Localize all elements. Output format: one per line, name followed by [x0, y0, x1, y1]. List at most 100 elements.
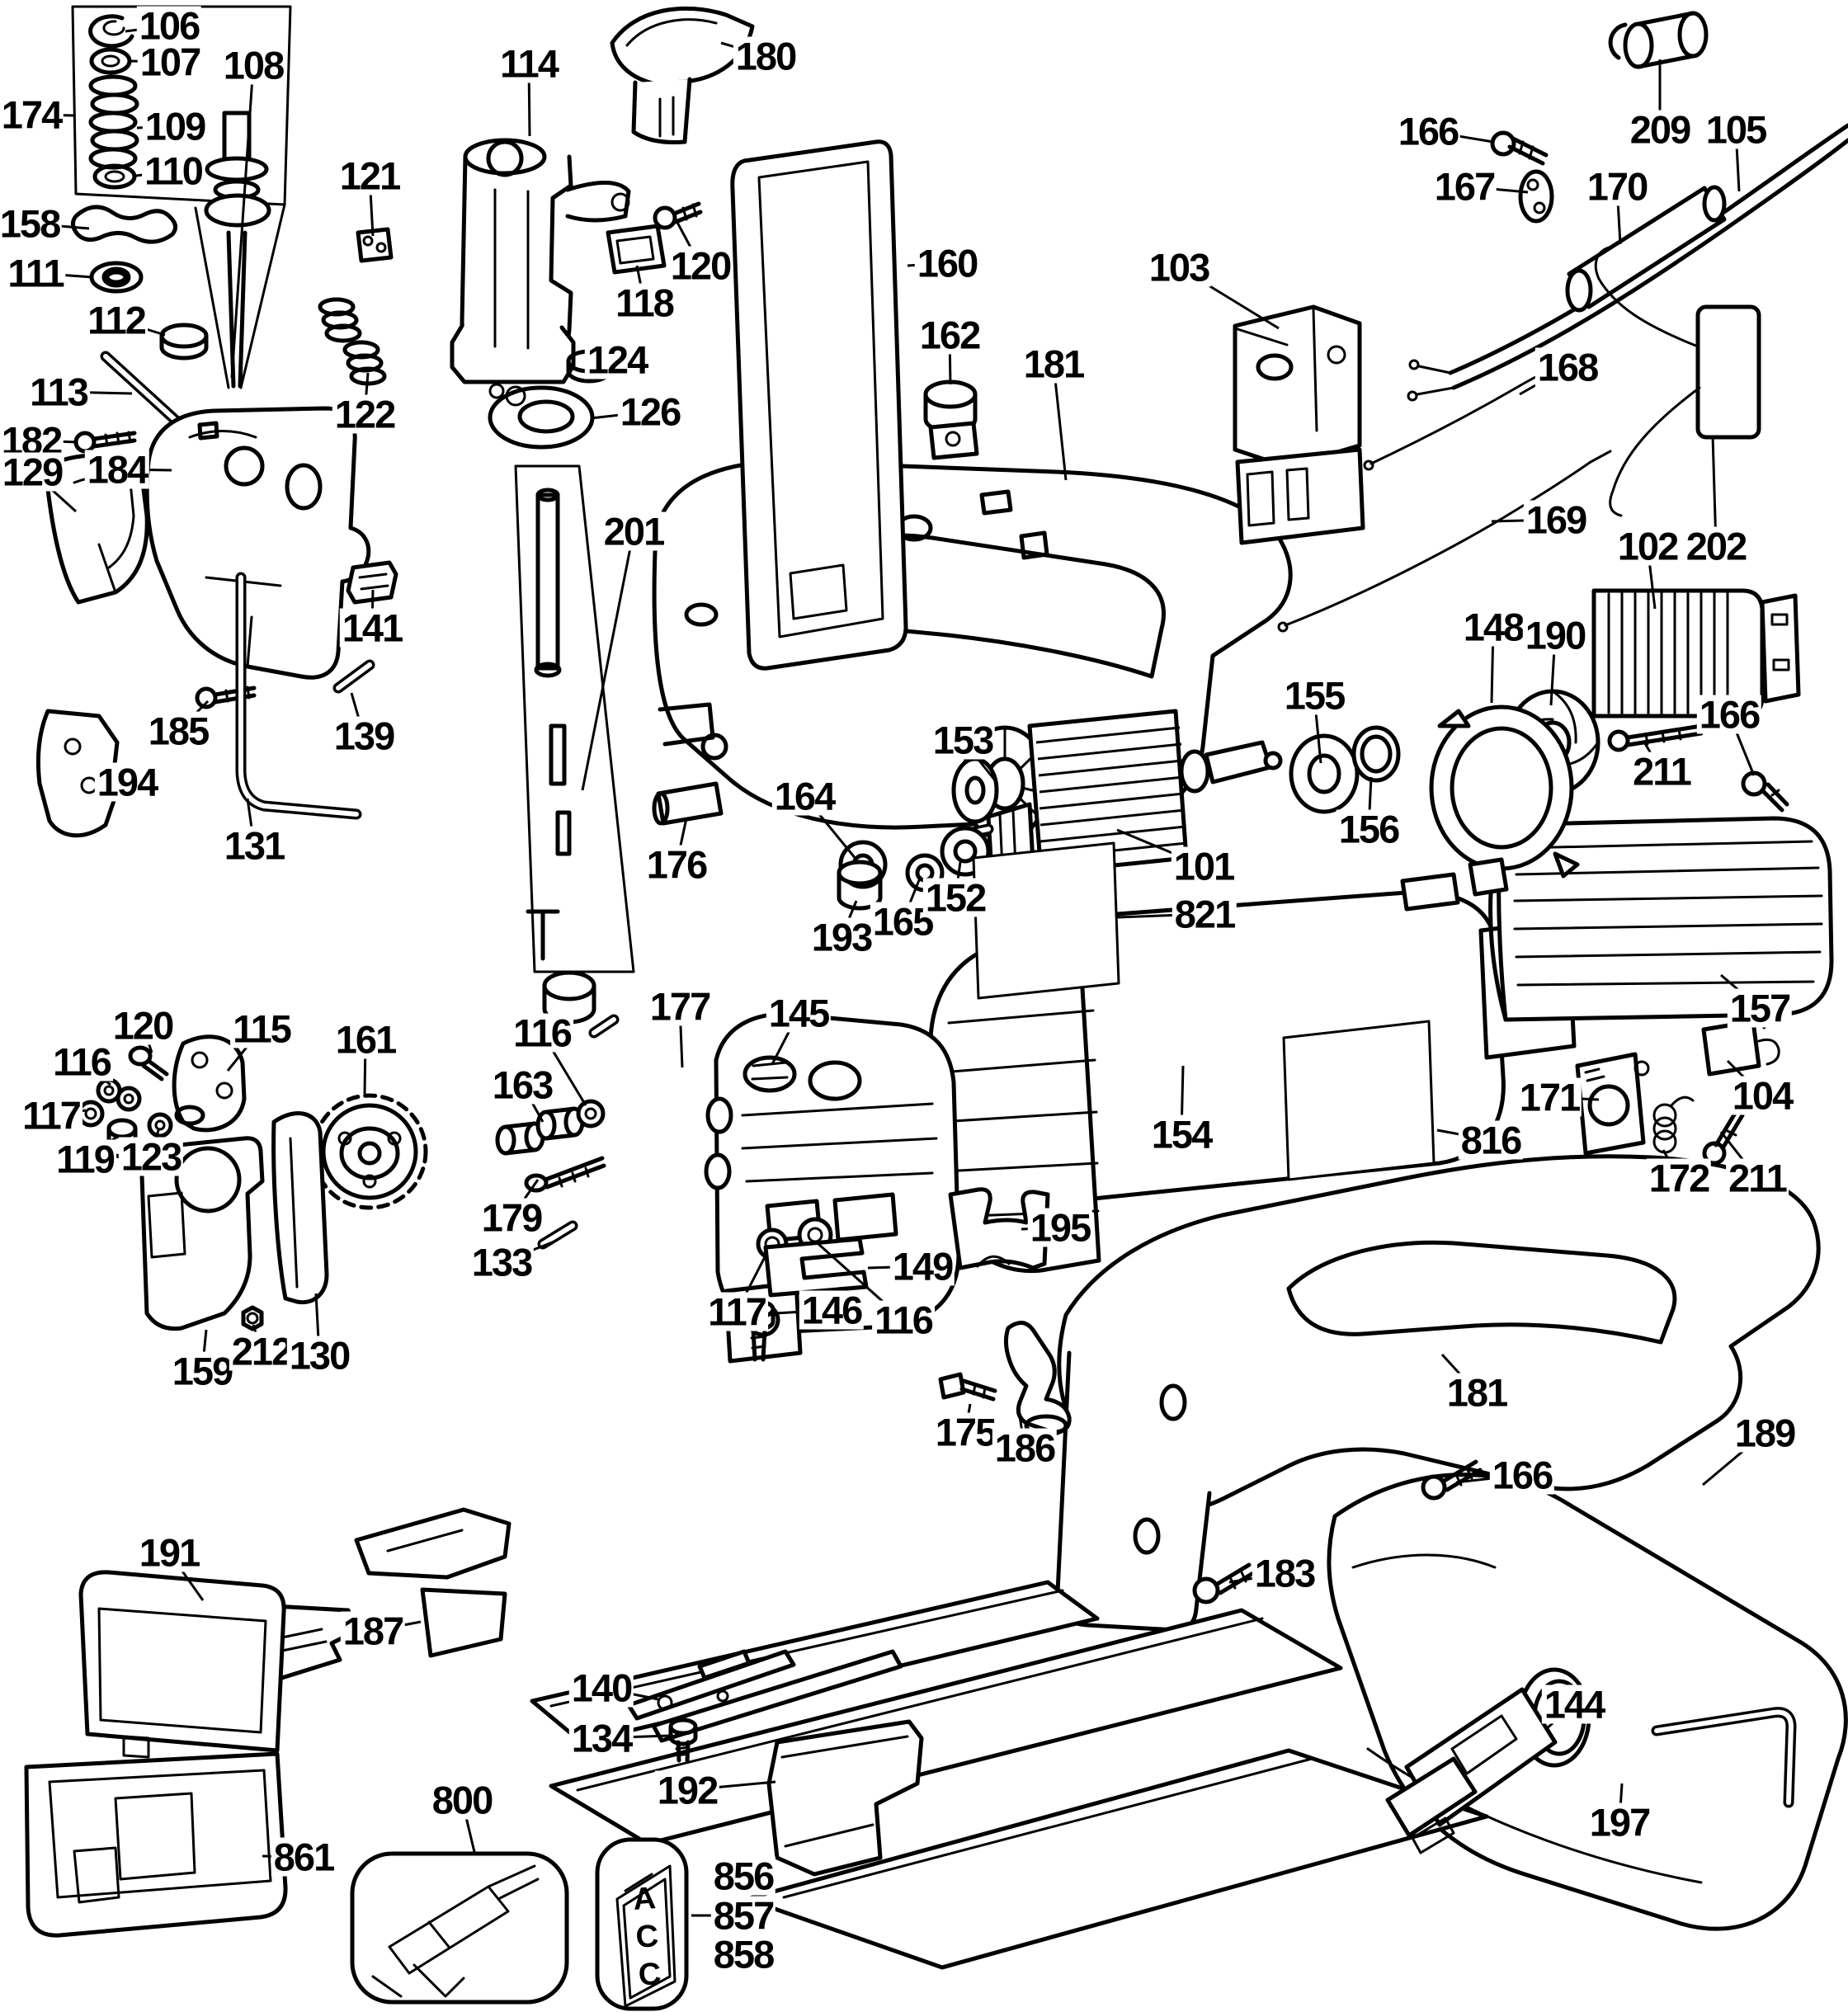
part-169-wire-drawing [1277, 450, 1612, 633]
part-120-screw-left-drawing [128, 1045, 169, 1081]
part-callout-126: 126 [617, 392, 683, 431]
part-callout-816: 816 [1458, 1120, 1524, 1160]
part-callout-821: 821 [1172, 894, 1238, 934]
part-callout-174: 174 [0, 95, 64, 134]
part-callout-140: 140 [568, 1668, 634, 1708]
part-167-plate-drawing [1518, 169, 1554, 224]
part-callout-116: 116 [511, 1013, 573, 1053]
part-callout-124: 124 [584, 340, 650, 379]
part-106-retainer-clip-drawing [88, 14, 134, 49]
part-861-kit-box-drawing [24, 1570, 288, 1938]
part-callout-120: 120 [110, 1006, 176, 1045]
part-callout-129: 129 [0, 452, 65, 492]
part-176-pin-drawing [652, 781, 724, 826]
part-callout-106: 106 [136, 6, 202, 45]
part-179-screw-drawing [524, 1156, 606, 1193]
part-145-cap-drawing [742, 1055, 797, 1093]
part-197-hex-wrench-drawing [1651, 1707, 1797, 1808]
part-callout-155: 155 [1281, 676, 1347, 715]
part-callout-181: 181 [1444, 1373, 1510, 1412]
part-callout-161: 161 [332, 1020, 398, 1059]
part-166-screw-bottom-drawing [1421, 1459, 1483, 1501]
part-170-cord-protector-drawing [1565, 185, 1727, 313]
part-110-washer-drawing [92, 163, 137, 190]
part-117-washer-left-drawing [77, 1100, 105, 1128]
part-180-knob-drawing [610, 6, 755, 144]
part-callout-857: 857 [710, 1896, 776, 1935]
part-162-roller-drawing [923, 379, 979, 460]
part-130-cover-drawing [271, 1111, 329, 1305]
part-156-ring-drawing [1351, 725, 1401, 783]
part-callout-858: 858 [710, 1934, 776, 1974]
part-callout-158: 158 [0, 204, 63, 243]
part-callout-101: 101 [1171, 846, 1237, 886]
part-callout-116: 116 [50, 1042, 113, 1081]
part-211-screw-upper-drawing [1607, 723, 1704, 752]
part-172-spring-drawing [1652, 1096, 1695, 1154]
part-callout-117: 117 [20, 1096, 82, 1135]
part-160-gasket-drawing [730, 139, 908, 671]
part-callout-166: 166 [1395, 111, 1461, 151]
part-122-springs-drawing [318, 297, 387, 386]
part-callout-177: 177 [647, 987, 713, 1026]
part-callout-148: 148 [1460, 607, 1526, 647]
part-callout-141: 141 [339, 608, 405, 648]
part-158-wave-clip-drawing [71, 205, 177, 244]
part-166-screw-drawing [1490, 130, 1549, 166]
part-callout-102: 102 [1615, 526, 1681, 566]
part-187-insert-drawing [354, 1507, 512, 1658]
part-callout-856: 856 [710, 1856, 776, 1896]
part-callout-184: 184 [84, 450, 150, 489]
part-callout-172: 172 [1646, 1158, 1712, 1198]
part-141-clamp-drawing [346, 560, 398, 605]
part-133-pin-drawing [537, 1220, 578, 1250]
part-callout-800: 800 [429, 1780, 495, 1820]
part-111-washer-drawing [89, 261, 144, 294]
part-209-clip-drawing [1608, 11, 1709, 69]
part-callout-144: 144 [1541, 1685, 1607, 1724]
part-123-washer-drawing [147, 1112, 173, 1138]
part-callout-209: 209 [1627, 110, 1693, 149]
part-callout-179: 179 [478, 1198, 544, 1237]
part-callout-130: 130 [286, 1336, 352, 1375]
part-callout-114: 114 [497, 44, 560, 83]
part-callout-160: 160 [914, 243, 980, 283]
part-174-service-kit-drawing [71, 5, 292, 389]
part-callout-171: 171 [1516, 1077, 1582, 1117]
part-112-ring-drawing [159, 323, 209, 360]
part-callout-211: 211 [1630, 752, 1693, 791]
part-193-sleeve-drawing [837, 860, 883, 911]
part-callout-120: 120 [667, 246, 733, 285]
part-callout-108: 108 [220, 45, 286, 85]
part-callout-139: 139 [331, 716, 397, 756]
part-113-pin-drawing [100, 351, 187, 431]
part-816-label-drawing [1282, 1020, 1436, 1181]
part-callout-118: 118 [613, 283, 676, 323]
part-callout-134: 134 [568, 1718, 634, 1758]
part-821-label-drawing [972, 841, 1120, 1000]
part-callout-190: 190 [1522, 615, 1588, 655]
part-115-plate-drawing [172, 1034, 247, 1133]
part-108-plunger-drawing [204, 111, 271, 389]
part-callout-109: 109 [142, 106, 208, 146]
part-callout-146: 146 [799, 1290, 865, 1330]
part-116-washers-left-drawing [96, 1077, 142, 1112]
part-181-lower-housing-drawing [1055, 1154, 1821, 1633]
part-175-screw-drawing [938, 1372, 997, 1402]
part-114-cylinder-drawing [450, 138, 631, 384]
part-callout-123: 123 [118, 1137, 184, 1176]
part-211-screw-lower-drawing [1702, 1110, 1745, 1166]
part-callout-183: 183 [1252, 1553, 1318, 1593]
part-callout-176: 176 [644, 845, 710, 884]
part-116-washer-mid-drawing [576, 1099, 606, 1129]
part-callout-156: 156 [1336, 809, 1402, 849]
part-callout-162: 162 [917, 315, 983, 355]
part-131-wire-rod-drawing [235, 572, 362, 820]
part-161-gear-drawing [311, 1093, 428, 1210]
part-callout-185: 185 [145, 711, 211, 751]
part-140-plates-drawing [626, 1649, 903, 1743]
part-callout-133: 133 [469, 1242, 535, 1282]
part-callout-166: 166 [1489, 1455, 1555, 1495]
